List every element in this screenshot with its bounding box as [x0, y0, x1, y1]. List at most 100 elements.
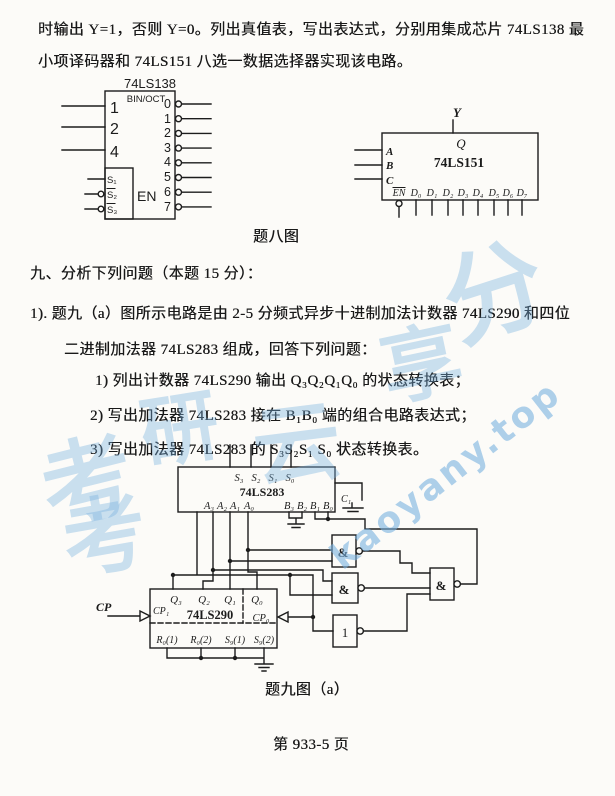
- ic283-a1: A₁: [229, 501, 240, 512]
- subitem-1: 1) 列出计数器 74LS290 输出 Q₃Q₂Q₁Q₀ 的状态转换表；: [95, 373, 470, 389]
- figure8-caption: 题八图: [253, 229, 300, 245]
- nand-gate-3: &: [429, 567, 462, 601]
- inverter-symbol: 1: [342, 625, 349, 640]
- ic283-s0: S₀: [286, 473, 295, 484]
- nand2-symbol: &: [339, 582, 350, 597]
- ic283-carry-ground-icon: [342, 502, 364, 513]
- ic283-carry-label: C₁: [341, 494, 351, 505]
- ic283-b1: B₁: [310, 501, 320, 512]
- ic151-d-wires: [398, 199, 523, 218]
- ic138-figure: 74LS138 BIN/OCT 1 2 4 S₁ S₂ S₃ EN 0 1 2 …: [61, 76, 212, 220]
- ic138-outputs: 0 1 2 3 4 5 6 7: [164, 97, 212, 214]
- figure9-caption: 题九图（a）: [265, 682, 350, 698]
- ic138-input-2: 2: [110, 121, 119, 138]
- ic138-output-1: 1: [164, 112, 171, 126]
- ic151-a-label: A: [385, 146, 393, 158]
- inverter-gate: 1: [332, 593, 431, 648]
- inverter-output-wire: [362, 593, 431, 632]
- cp1-wedge-icon: [139, 609, 152, 623]
- nand1-bubble: [355, 547, 364, 555]
- ic283-a2: A₂: [216, 501, 227, 512]
- subitem-2: 2) 写出加法器 74LS283 接在 B₁B₀ 端的组合电路表达式；: [90, 408, 476, 424]
- ic283-s3: S₃: [235, 473, 244, 484]
- ic138-output-4: 4: [164, 155, 171, 169]
- ic151-q-label: Q: [456, 136, 466, 151]
- ic151-d0: D₀: [410, 188, 422, 199]
- ic138-input-wires: [61, 105, 106, 151]
- ic151-b-label: B: [385, 160, 393, 172]
- ic283-a0: A₀: [243, 501, 254, 512]
- ic138-s3-label: S₃: [107, 205, 117, 216]
- nand-gate-1: &: [331, 534, 431, 574]
- nand1-symbol: &: [338, 545, 349, 560]
- ic138-s1-label: S₁: [107, 175, 117, 186]
- ic138-output-5: 5: [164, 170, 171, 184]
- ic283-labels: S₃ S₂ S₁ S₀ 74LS283 A₃ A₂ A₁ A₀ B₃ B₂ B₁…: [203, 473, 333, 512]
- ic138-output-2: 2: [164, 126, 171, 140]
- paragraph-line-2: 小项译码器和 74LS151 八选一数据选择器实现该电路。: [38, 54, 413, 70]
- nand2-bubble: [357, 584, 366, 592]
- ic151-d4: D₄: [472, 188, 484, 199]
- overline-marks: [106, 188, 116, 204]
- ic138-output-7: 7: [164, 200, 171, 214]
- paragraph-line-1: 时输出 Y=1，否则 Y=0。列出真值表，写出表达式，分别用集成芯片 74LS1…: [38, 22, 585, 38]
- ic138-en-label: EN: [137, 188, 156, 204]
- ic290-q0: Q₀: [251, 594, 263, 606]
- ic138-mode-label: BIN/OCT: [127, 94, 166, 105]
- ic283-title: 74LS283: [240, 485, 285, 499]
- nand3-bubble: [453, 580, 462, 588]
- reset-ground-wires: [166, 647, 274, 672]
- ic290-cp-label: CP: [96, 600, 112, 614]
- page-number: 第 933-5 页: [273, 737, 350, 753]
- ic151-figure: Y Q 74LS151 A B C EN D₀ D₁ D₂ D₃ D₄ D₅ D…: [354, 105, 539, 218]
- ic290-title: 74LS290: [187, 608, 234, 622]
- b1b0-feedback-wire: [314, 511, 478, 585]
- ic138-output-0: 0: [164, 97, 171, 111]
- ic283-s2: S₂: [252, 473, 261, 484]
- ic151-en-label: EN: [392, 188, 407, 199]
- nand-gate-2: &: [331, 572, 431, 604]
- adder-counter-figure: S₃ S₂ S₁ S₀ 74LS283 A₃ A₂ A₁ A₀ B₃ B₂ B₁…: [96, 444, 478, 672]
- ic283-b0: B₀: [323, 501, 333, 512]
- ic151-d1: D₁: [426, 188, 438, 199]
- ic290-q2: Q₂: [198, 594, 210, 606]
- a-to-q-wires: [172, 511, 334, 632]
- ic151-d6: D₆: [502, 188, 514, 199]
- spacer: [176, 581, 257, 589]
- item1-line-2: 二进制加法器 74LS283 组成，回答下列问题：: [64, 342, 377, 358]
- ic151-abc-wires: [354, 149, 383, 180]
- ic151-d7: D₇: [516, 188, 528, 199]
- ic151-title: 74LS151: [434, 155, 485, 170]
- ic283-carry-pin: [334, 482, 363, 501]
- ic151-y-label: Y: [453, 105, 462, 120]
- junction-dots: [170, 516, 331, 661]
- ic290-q3: Q₃: [170, 594, 182, 606]
- ic138-title: 74LS138: [124, 76, 176, 91]
- ic283-s1: S₁: [269, 473, 278, 484]
- ic290-block: CP CP₁ Q₃ Q₂ Q₁ Q₀ 74LS290 CP₀ R₀(1) R₀(…: [96, 581, 289, 672]
- ic290-s91: S₉(1): [225, 635, 246, 646]
- ic283-b3: B₃: [284, 501, 294, 512]
- item1-line-1: 1). 题九（a）图所示电路是由 2-5 分频式异步十进制加法计数器 74LS2…: [30, 306, 571, 322]
- ic138-enable-wires: [84, 178, 106, 210]
- nand3-symbol: &: [436, 578, 447, 593]
- subitem-3: 3) 写出加法器 74LS283 的 S₃S₂S₁ S₀ 状态转换表。: [90, 442, 429, 458]
- ic151-d-labels: D₀ D₁ D₂ D₃ D₄ D₅ D₆ D₇: [410, 188, 528, 199]
- ic290-r02: R₀(2): [189, 635, 212, 646]
- ic151-c-label: C: [386, 175, 394, 187]
- ic290-s92: S₉(2): [254, 635, 275, 646]
- ic290-labels: CP CP₁ Q₃ Q₂ Q₁ Q₀ 74LS290 CP₀ R₀(1) R₀(…: [96, 594, 275, 646]
- nand1-output-wire: [361, 550, 431, 574]
- b3b2-ground-icon: [287, 511, 305, 529]
- ic151-en-bubble: [395, 199, 403, 208]
- ic283-b2: B₂: [297, 501, 307, 512]
- ic138-s3-bubble: [97, 205, 105, 213]
- ic138-s2-label: S₂: [107, 190, 117, 201]
- ic151-d3: D₃: [457, 188, 469, 199]
- ic290-cp0-label: CP₀: [252, 613, 269, 624]
- ic290-r01: R₀(1): [155, 635, 178, 646]
- cp0-wedge-icon: [276, 610, 289, 624]
- ic138-output-3: 3: [164, 141, 171, 155]
